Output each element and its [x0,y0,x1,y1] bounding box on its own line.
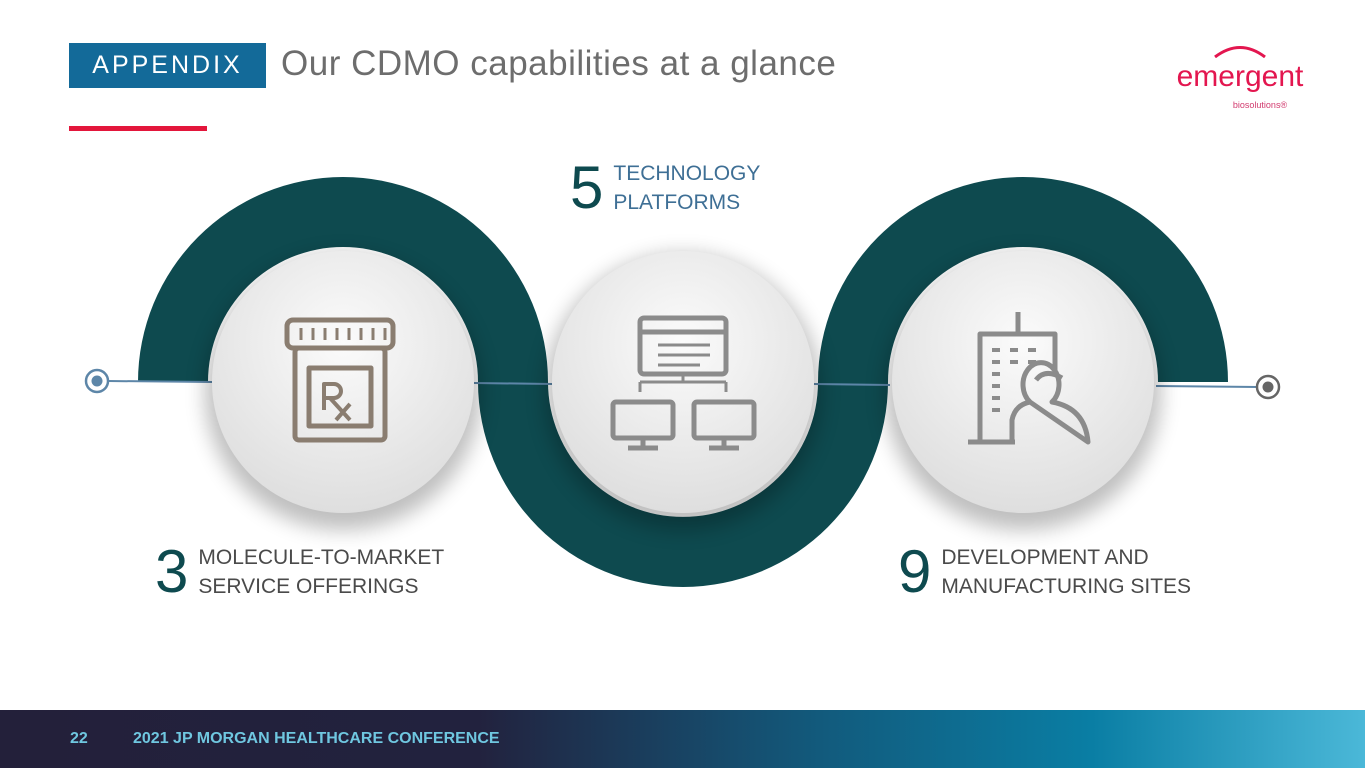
ring-right [818,177,1228,382]
endpoint-left-icon [84,368,110,394]
disc-left [205,251,481,530]
stat-label: MOLECULE-TO-MARKET SERVICE OFFERINGS [198,543,444,601]
building-person-icon [968,312,1091,445]
stat-label-line2: PLATFORMS [613,191,741,214]
stat-number: 9 [898,538,932,605]
page-number: 22 [70,730,88,747]
page-title: Our CDMO capabilities at a glance [281,44,837,83]
section-tag: APPENDIX [69,43,266,88]
connector-left [107,380,213,383]
stat-number: 3 [155,538,189,605]
footer-bar: 22 2021 JP MORGAN HEALTHCARE CONFERENCE [0,710,1365,768]
stat-label: DEVELOPMENT AND MANUFACTURING SITES [941,543,1191,601]
connector-right [1155,385,1259,388]
stat-label: TECHNOLOGY PLATFORMS [613,159,760,217]
connector-2 [813,383,891,386]
connector-1 [473,382,553,385]
company-logo: emergent biosolutions® [1170,42,1310,110]
stat-label-line2: SERVICE OFFERINGS [198,575,419,598]
network-computers-icon [610,315,757,451]
stat-label-line1: TECHNOLOGY [613,162,761,185]
logo-arc-icon [1214,46,1266,58]
logo-sub: biosolutions® [1232,100,1288,110]
footer-text: 2021 JP MORGAN HEALTHCARE CONFERENCE [133,730,500,747]
logo-word: emergent [1176,60,1304,93]
prescription-bottle-icon [284,317,396,443]
capabilities-diagram [84,177,1281,587]
ring-middle [478,382,888,587]
stat-number: 5 [570,154,604,221]
title-underline [69,126,207,131]
endpoint-right-icon [1255,374,1281,400]
stat-label-line1: MOLECULE-TO-MARKET [198,546,445,569]
disc-middle [545,251,821,530]
stat-label-line1: DEVELOPMENT AND [941,546,1149,569]
stat-label-line2: MANUFACTURING SITES [941,575,1192,598]
ring-left [138,177,548,382]
